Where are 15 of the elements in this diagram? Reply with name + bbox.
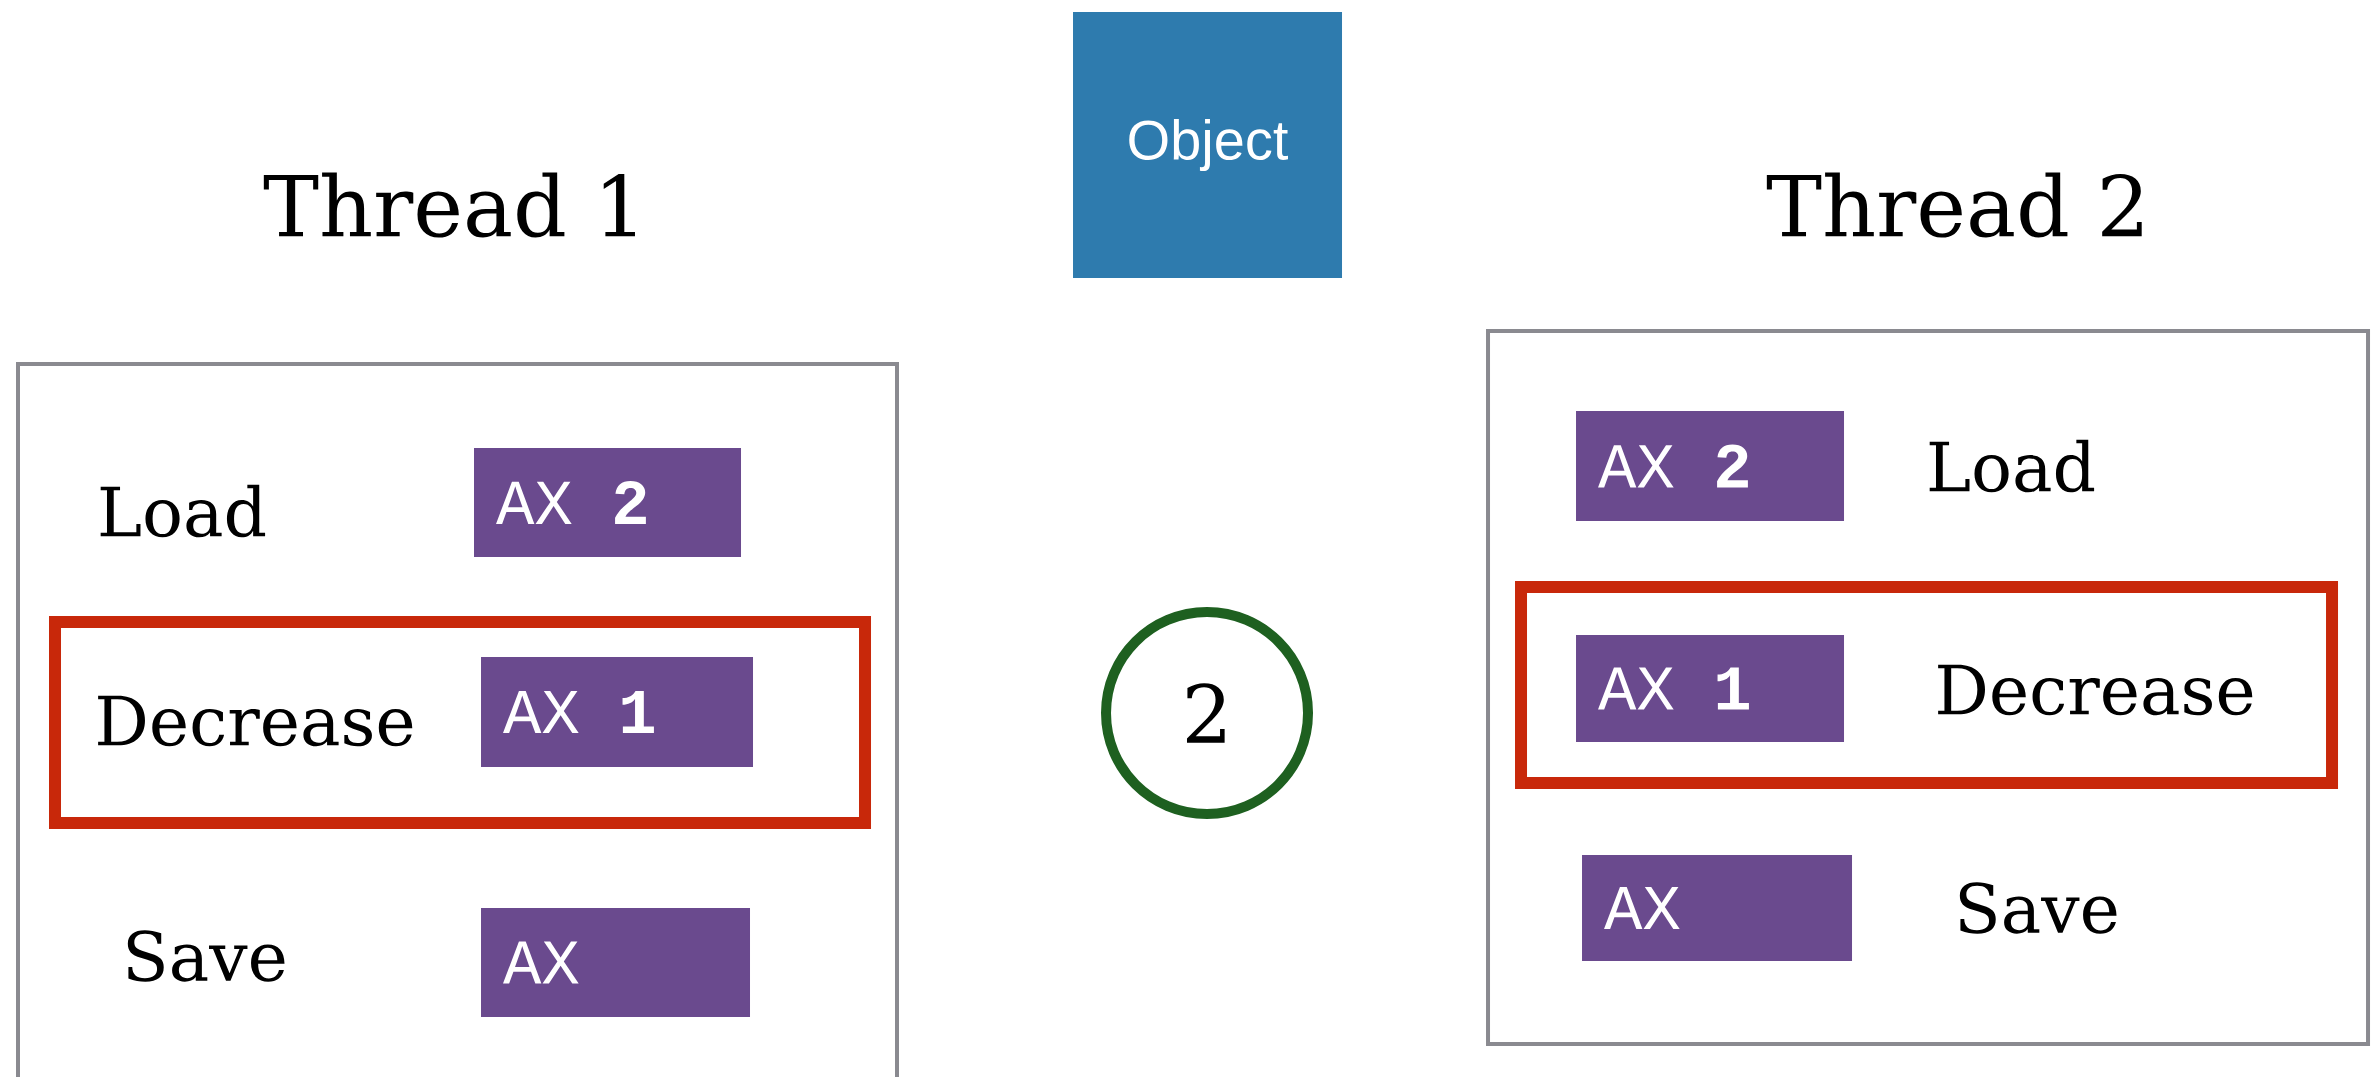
operation-text: Decrease <box>98 695 413 747</box>
operation-text: Decrease <box>1938 664 2253 716</box>
object-box: Object <box>1073 12 1342 278</box>
register-tag: AX <box>1582 855 1852 961</box>
register-tag: AX 1 <box>481 657 753 767</box>
register-tag: AX 2 <box>1576 411 1844 521</box>
operation-text: Load <box>1929 439 2095 493</box>
register-tag: AX 1 <box>1576 635 1844 742</box>
operation-text: Load <box>100 484 266 538</box>
operation-text: Save <box>127 930 285 982</box>
register-tag: AX 2 <box>474 448 741 557</box>
thread-heading: Thread 2 <box>1766 172 2142 238</box>
operation-text: Save <box>1959 882 2117 934</box>
register-tag: AX <box>481 908 750 1017</box>
thread-heading: Thread 1 <box>263 172 635 238</box>
